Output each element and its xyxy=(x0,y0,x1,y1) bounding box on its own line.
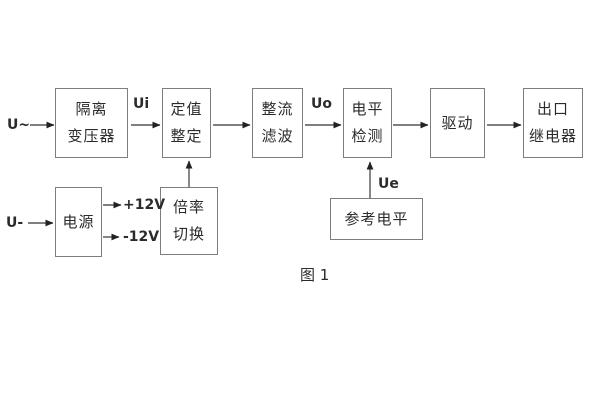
block-label: 变压器 xyxy=(67,127,116,146)
block-label: 电平 xyxy=(351,99,384,118)
block-reference-level: 参考电平 xyxy=(330,198,423,240)
block-label: 电源 xyxy=(62,212,95,231)
block-label: 整定 xyxy=(170,127,203,146)
ui-signal-label: Ui xyxy=(133,96,150,112)
block-label: 检测 xyxy=(351,127,384,146)
block-isolation-transformer: 隔离 变压器 xyxy=(55,88,128,158)
block-ratio-switch: 倍率 切换 xyxy=(160,187,218,255)
block-label: 驱动 xyxy=(441,113,474,132)
block-rectifier-filter: 整流 滤波 xyxy=(252,88,303,158)
plus-12v-label: +12V xyxy=(123,197,166,213)
ue-signal-label: Ue xyxy=(378,176,399,192)
block-label: 隔离 xyxy=(75,99,108,118)
block-output-relay: 出口 继电器 xyxy=(523,88,583,158)
block-label: 继电器 xyxy=(528,127,577,146)
block-label: 参考电平 xyxy=(344,209,409,228)
block-power-supply: 电源 xyxy=(55,187,102,257)
block-label: 整流 xyxy=(261,99,294,118)
block-label: 滤波 xyxy=(261,127,294,146)
minus-12v-label: -12V xyxy=(123,229,160,245)
block-level-detection: 电平 检测 xyxy=(343,88,392,158)
dc-input-label: U- xyxy=(6,215,24,231)
figure-caption: 图 1 xyxy=(300,266,330,284)
ac-input-label: U~ xyxy=(7,117,31,133)
block-driver: 驱动 xyxy=(430,88,485,158)
block-setting-adjustment: 定值 整定 xyxy=(162,88,211,158)
block-label: 切换 xyxy=(172,225,205,243)
block-label: 倍率 xyxy=(172,198,205,216)
block-label: 定值 xyxy=(170,99,203,118)
block-label: 出口 xyxy=(536,99,569,118)
uo-signal-label: Uo xyxy=(311,96,332,112)
